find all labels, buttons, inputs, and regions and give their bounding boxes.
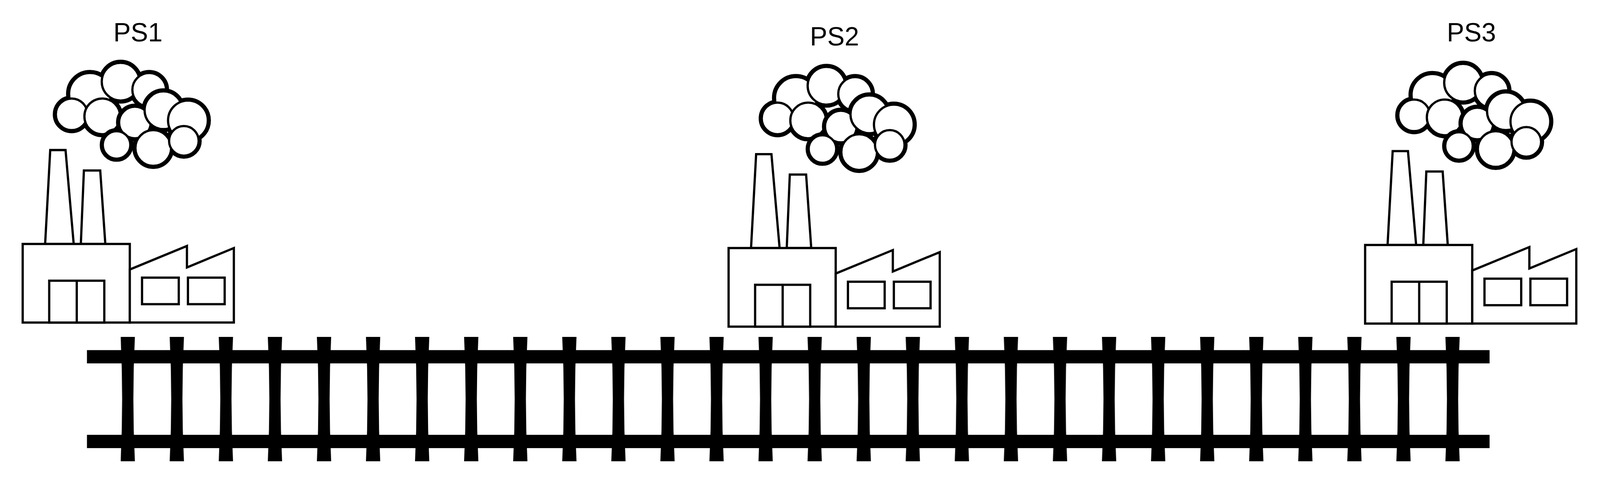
factory-ps1 [22, 61, 235, 323]
station-label: PS2 [810, 23, 860, 50]
railway-track [86, 336, 1490, 462]
factory-ps3 [1365, 62, 1577, 324]
station-label: PS3 [1447, 19, 1497, 46]
station-label: PS1 [113, 19, 163, 46]
factory-ps2 [728, 65, 940, 327]
